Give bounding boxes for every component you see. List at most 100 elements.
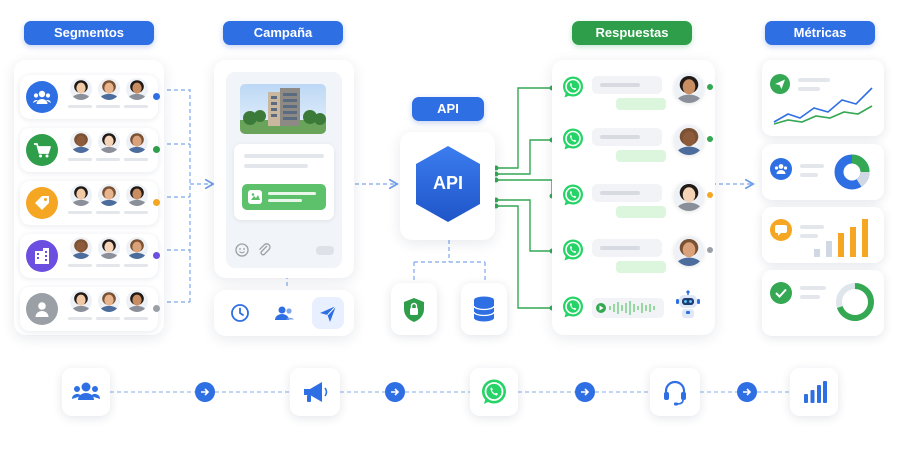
outgoing-message-bubble bbox=[616, 98, 666, 110]
segment-connector-dot bbox=[153, 93, 160, 100]
incoming-message-bubble bbox=[592, 76, 662, 94]
metric-pie-card bbox=[762, 144, 884, 200]
avatar bbox=[126, 184, 148, 206]
user-icon bbox=[26, 293, 58, 325]
group-icon bbox=[770, 158, 792, 180]
avatar-caption bbox=[96, 105, 120, 108]
avatar-caption bbox=[124, 211, 148, 214]
voice-message-bubble[interactable] bbox=[592, 298, 664, 318]
campaign-media-attachment bbox=[242, 184, 326, 210]
avatar-caption bbox=[124, 317, 148, 320]
image-icon bbox=[248, 190, 262, 204]
flow-step-whatsapp bbox=[470, 368, 518, 416]
bar-chart bbox=[812, 215, 874, 259]
group-icon bbox=[72, 380, 100, 404]
group-icon bbox=[26, 81, 58, 113]
avatar bbox=[98, 184, 120, 206]
arrow-right-icon bbox=[385, 382, 405, 402]
segment-row[interactable] bbox=[20, 234, 158, 278]
send-field[interactable] bbox=[316, 246, 334, 255]
avatar bbox=[126, 237, 148, 259]
flow-step-support bbox=[650, 368, 700, 416]
avatar bbox=[674, 73, 704, 103]
database-icon bbox=[473, 296, 495, 322]
whatsapp-icon bbox=[561, 75, 585, 99]
emoji-icon[interactable] bbox=[234, 242, 250, 258]
building-icon bbox=[26, 240, 58, 272]
database-card bbox=[461, 283, 507, 335]
response-status-dot bbox=[707, 136, 713, 142]
avatar-caption bbox=[96, 211, 120, 214]
avatar-caption bbox=[96, 264, 120, 267]
metric-bar-card bbox=[762, 207, 884, 263]
send-icon[interactable] bbox=[312, 297, 344, 329]
avatar-caption bbox=[68, 264, 92, 267]
segment-row[interactable] bbox=[20, 287, 158, 331]
whatsapp-icon bbox=[561, 183, 585, 207]
avatar bbox=[70, 237, 92, 259]
api-card: API bbox=[400, 132, 495, 240]
segment-connector-dot bbox=[153, 199, 160, 206]
whatsapp-icon bbox=[561, 127, 585, 151]
flow-step-metrics bbox=[790, 368, 838, 416]
robot-icon bbox=[674, 290, 702, 320]
audience-icon[interactable] bbox=[270, 299, 298, 327]
line-chart bbox=[772, 84, 878, 128]
metric-line-chart-card bbox=[762, 60, 884, 136]
avatar-caption bbox=[68, 105, 92, 108]
flow-step-campaign bbox=[290, 368, 340, 416]
avatar bbox=[126, 78, 148, 100]
whatsapp-icon bbox=[561, 295, 585, 319]
campaign-toolbar bbox=[214, 290, 354, 336]
avatar bbox=[98, 237, 120, 259]
flow-step-audience bbox=[62, 368, 110, 416]
outgoing-message-bubble bbox=[616, 150, 666, 162]
campaign-message-card bbox=[234, 144, 334, 220]
incoming-message-bubble bbox=[592, 239, 662, 257]
avatar-caption bbox=[96, 158, 120, 161]
campaign-phone bbox=[214, 60, 354, 278]
cart-icon bbox=[26, 134, 58, 166]
avatar bbox=[126, 290, 148, 312]
arrow-right-icon bbox=[575, 382, 595, 402]
whatsapp-icon bbox=[480, 378, 508, 406]
avatar bbox=[70, 131, 92, 153]
avatar-caption bbox=[124, 264, 148, 267]
segment-connector-dot bbox=[153, 252, 160, 259]
segment-row[interactable] bbox=[20, 181, 158, 225]
avatar bbox=[126, 131, 148, 153]
avatar-caption bbox=[124, 105, 148, 108]
megaphone-icon bbox=[301, 380, 329, 404]
avatar bbox=[98, 290, 120, 312]
whatsapp-icon bbox=[561, 238, 585, 262]
metric-ring-card bbox=[762, 270, 884, 336]
avatar-caption bbox=[96, 317, 120, 320]
segment-row[interactable] bbox=[20, 128, 158, 172]
avatar-caption bbox=[68, 317, 92, 320]
response-status-dot bbox=[707, 192, 713, 198]
avatar bbox=[70, 184, 92, 206]
tag-icon bbox=[26, 187, 58, 219]
arrow-right-icon bbox=[737, 382, 757, 402]
paperclip-icon[interactable] bbox=[256, 242, 272, 258]
avatar bbox=[98, 131, 120, 153]
avatar bbox=[674, 236, 704, 266]
outgoing-message-bubble bbox=[616, 206, 666, 218]
phone-screen bbox=[226, 72, 342, 268]
segment-row[interactable] bbox=[20, 75, 158, 119]
donut-chart bbox=[832, 152, 872, 192]
headset-icon bbox=[661, 379, 689, 407]
avatar bbox=[98, 78, 120, 100]
clock-icon[interactable] bbox=[226, 299, 254, 327]
avatar bbox=[70, 290, 92, 312]
avatar-caption bbox=[68, 158, 92, 161]
arrow-right-icon bbox=[195, 382, 215, 402]
response-status-dot bbox=[707, 247, 713, 253]
avatar-caption bbox=[68, 211, 92, 214]
chat-icon bbox=[770, 219, 792, 241]
outgoing-message-bubble bbox=[616, 261, 666, 273]
incoming-message-bubble bbox=[592, 184, 662, 202]
ring-chart bbox=[832, 279, 878, 325]
segment-connector-dot bbox=[153, 146, 160, 153]
building-image bbox=[240, 84, 326, 134]
